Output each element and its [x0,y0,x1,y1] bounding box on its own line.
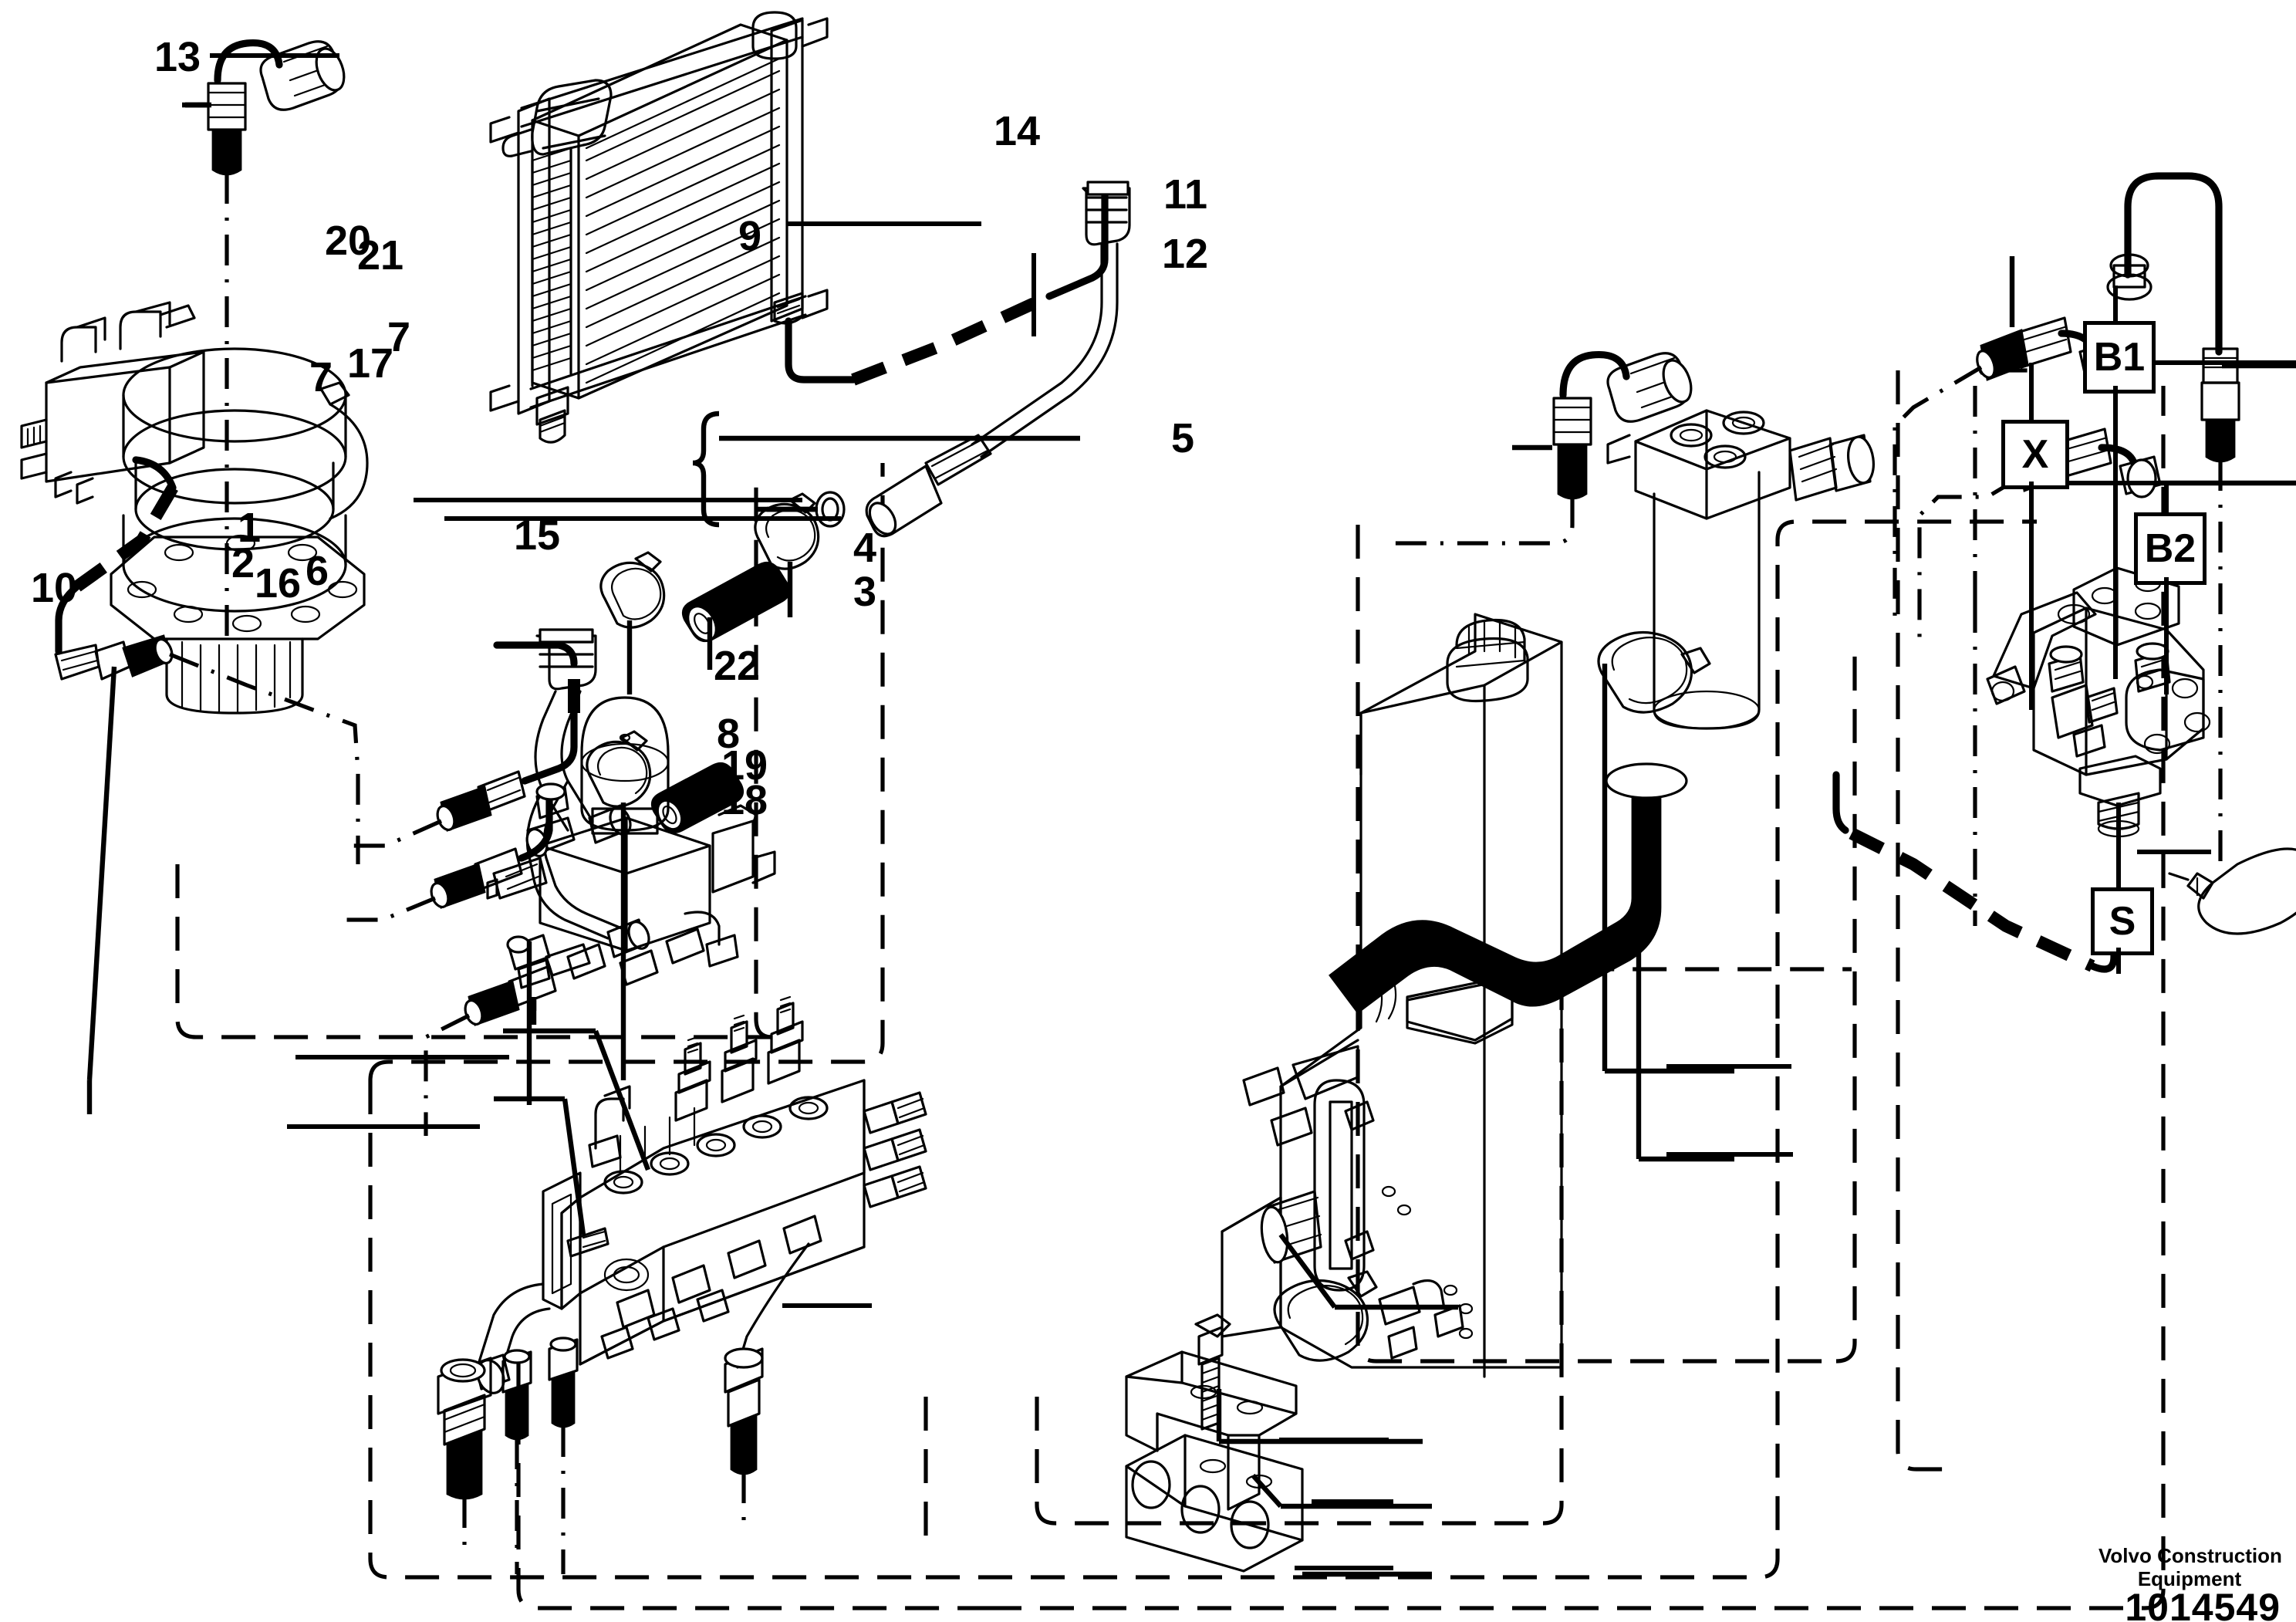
leader-lines [86,102,2296,1577]
hose-clamp-22 [1273,1270,1378,1362]
callout-19: 19 [721,742,768,789]
callout-21: 21 [357,232,404,279]
callout-1: 1 [238,505,262,551]
valve-hose-ends [437,1242,810,1574]
fitting-13 [207,39,346,648]
callout-8: 8 [717,711,741,757]
callout-10: 10 [31,565,78,611]
pipe-assembly-20 [865,181,1131,538]
manufacturer-line-1: Volvo Construction [2098,1544,2282,1567]
hose-clamp-6 [586,730,652,808]
o-ring-21 [815,491,846,528]
callout-12: 12 [1162,231,1209,277]
hydraulic-pump [1986,566,2211,838]
hydraulic-tank [1221,613,1563,1378]
callout-18: 18 [721,777,768,823]
swing-motor-hose-10 [54,456,360,864]
port-label-X: X [2001,420,2069,489]
hydraulic-filter [1606,409,1875,730]
fitting-9 [1389,350,1693,546]
callout-14: 14 [994,108,1041,154]
cable-tie-5 [2168,847,2296,935]
swing-motor [20,301,369,715]
main-control-valve [474,995,927,1394]
callout-5: 5 [1171,415,1195,461]
rubber-sleeve-17 [681,561,791,643]
callout-17: 17 [347,340,394,387]
port-label-S: S [2091,887,2154,955]
hose-clamp-4 [1597,630,1711,714]
callout-2: 2 [231,540,255,586]
hose-clamp-7-right [754,492,820,570]
region-boundaries [175,370,2166,1610]
callout-11: 11 [1163,171,1208,218]
callout-9: 9 [738,213,762,259]
steel-pipe-11 [2106,172,2240,864]
port-label-B2: B2 [2134,512,2207,585]
callout-20: 20 [325,218,372,264]
callout-7-left: 7 [309,354,333,400]
callout-3: 3 [853,569,877,615]
oil-cooler [489,11,829,444]
callout-22: 22 [714,643,761,689]
clamp-kit [1125,1313,1304,1573]
drawing-number: 1014549 [2125,1586,2281,1622]
callout-13: 13 [154,34,201,80]
manufacturer-line-2: Equipment [2137,1567,2242,1590]
callout-6: 6 [306,548,329,594]
callout-16: 16 [255,560,302,607]
callout-7-right: 7 [387,314,411,360]
suction-hose-3 [1329,762,1688,1023]
callout-15: 15 [514,512,561,559]
port-label-B1: B1 [2083,321,2156,394]
cooler-outlet-hose [785,184,1109,386]
callout-4: 4 [853,525,877,571]
hose-clamp-7-left [599,551,666,629]
